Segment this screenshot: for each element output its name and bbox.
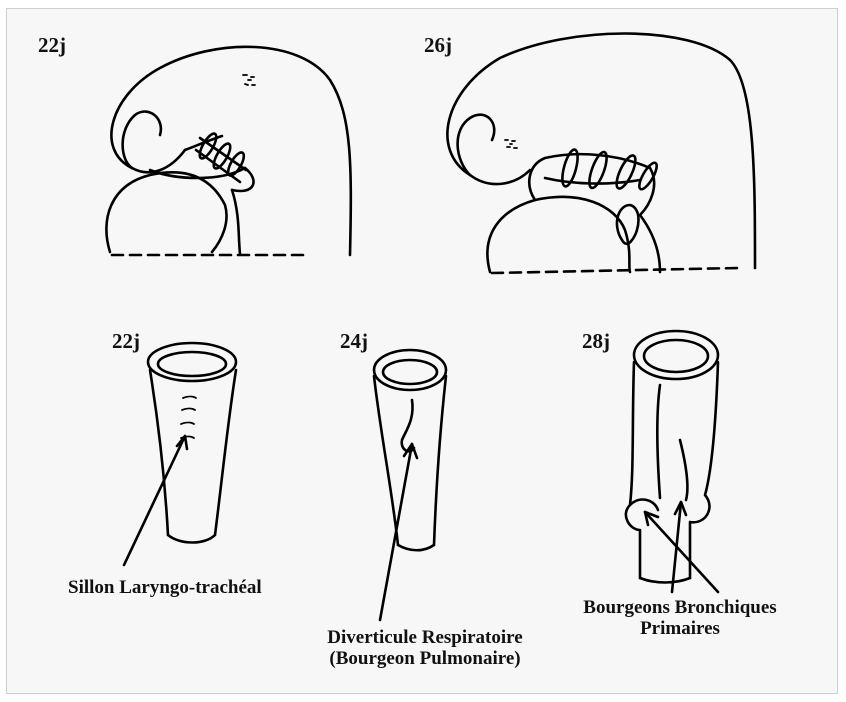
annotation-bourgeons-line2: Primaires	[560, 619, 800, 640]
diverticule-arrow	[380, 444, 417, 620]
label-top-26j: 26j	[424, 34, 452, 57]
tube-22j-drawing	[148, 343, 236, 543]
label-bottom-24j: 24j	[340, 330, 368, 353]
label-bottom-22j: 22j	[112, 330, 140, 353]
label-bottom-28j: 28j	[582, 330, 610, 353]
tube-28j-drawing	[626, 331, 718, 583]
annotation-diverticule: Diverticule Respiratoire (Bourgeon Pulmo…	[300, 628, 550, 670]
annotation-diverticule-line2: (Bourgeon Pulmonaire)	[300, 649, 550, 670]
annotation-bourgeons: Bourgeons Bronchiques Primaires	[560, 598, 800, 640]
annotation-bourgeons-line1: Bourgeons Bronchiques	[560, 598, 800, 619]
label-top-22j: 22j	[38, 34, 66, 57]
annotation-sillon: Sillon Laryngo-trachéal	[68, 578, 262, 599]
annotation-diverticule-line1: Diverticule Respiratoire	[300, 628, 550, 649]
embryo-26j-drawing	[447, 33, 755, 273]
sillon-arrow	[124, 436, 187, 565]
embryo-22j-drawing	[106, 47, 350, 255]
